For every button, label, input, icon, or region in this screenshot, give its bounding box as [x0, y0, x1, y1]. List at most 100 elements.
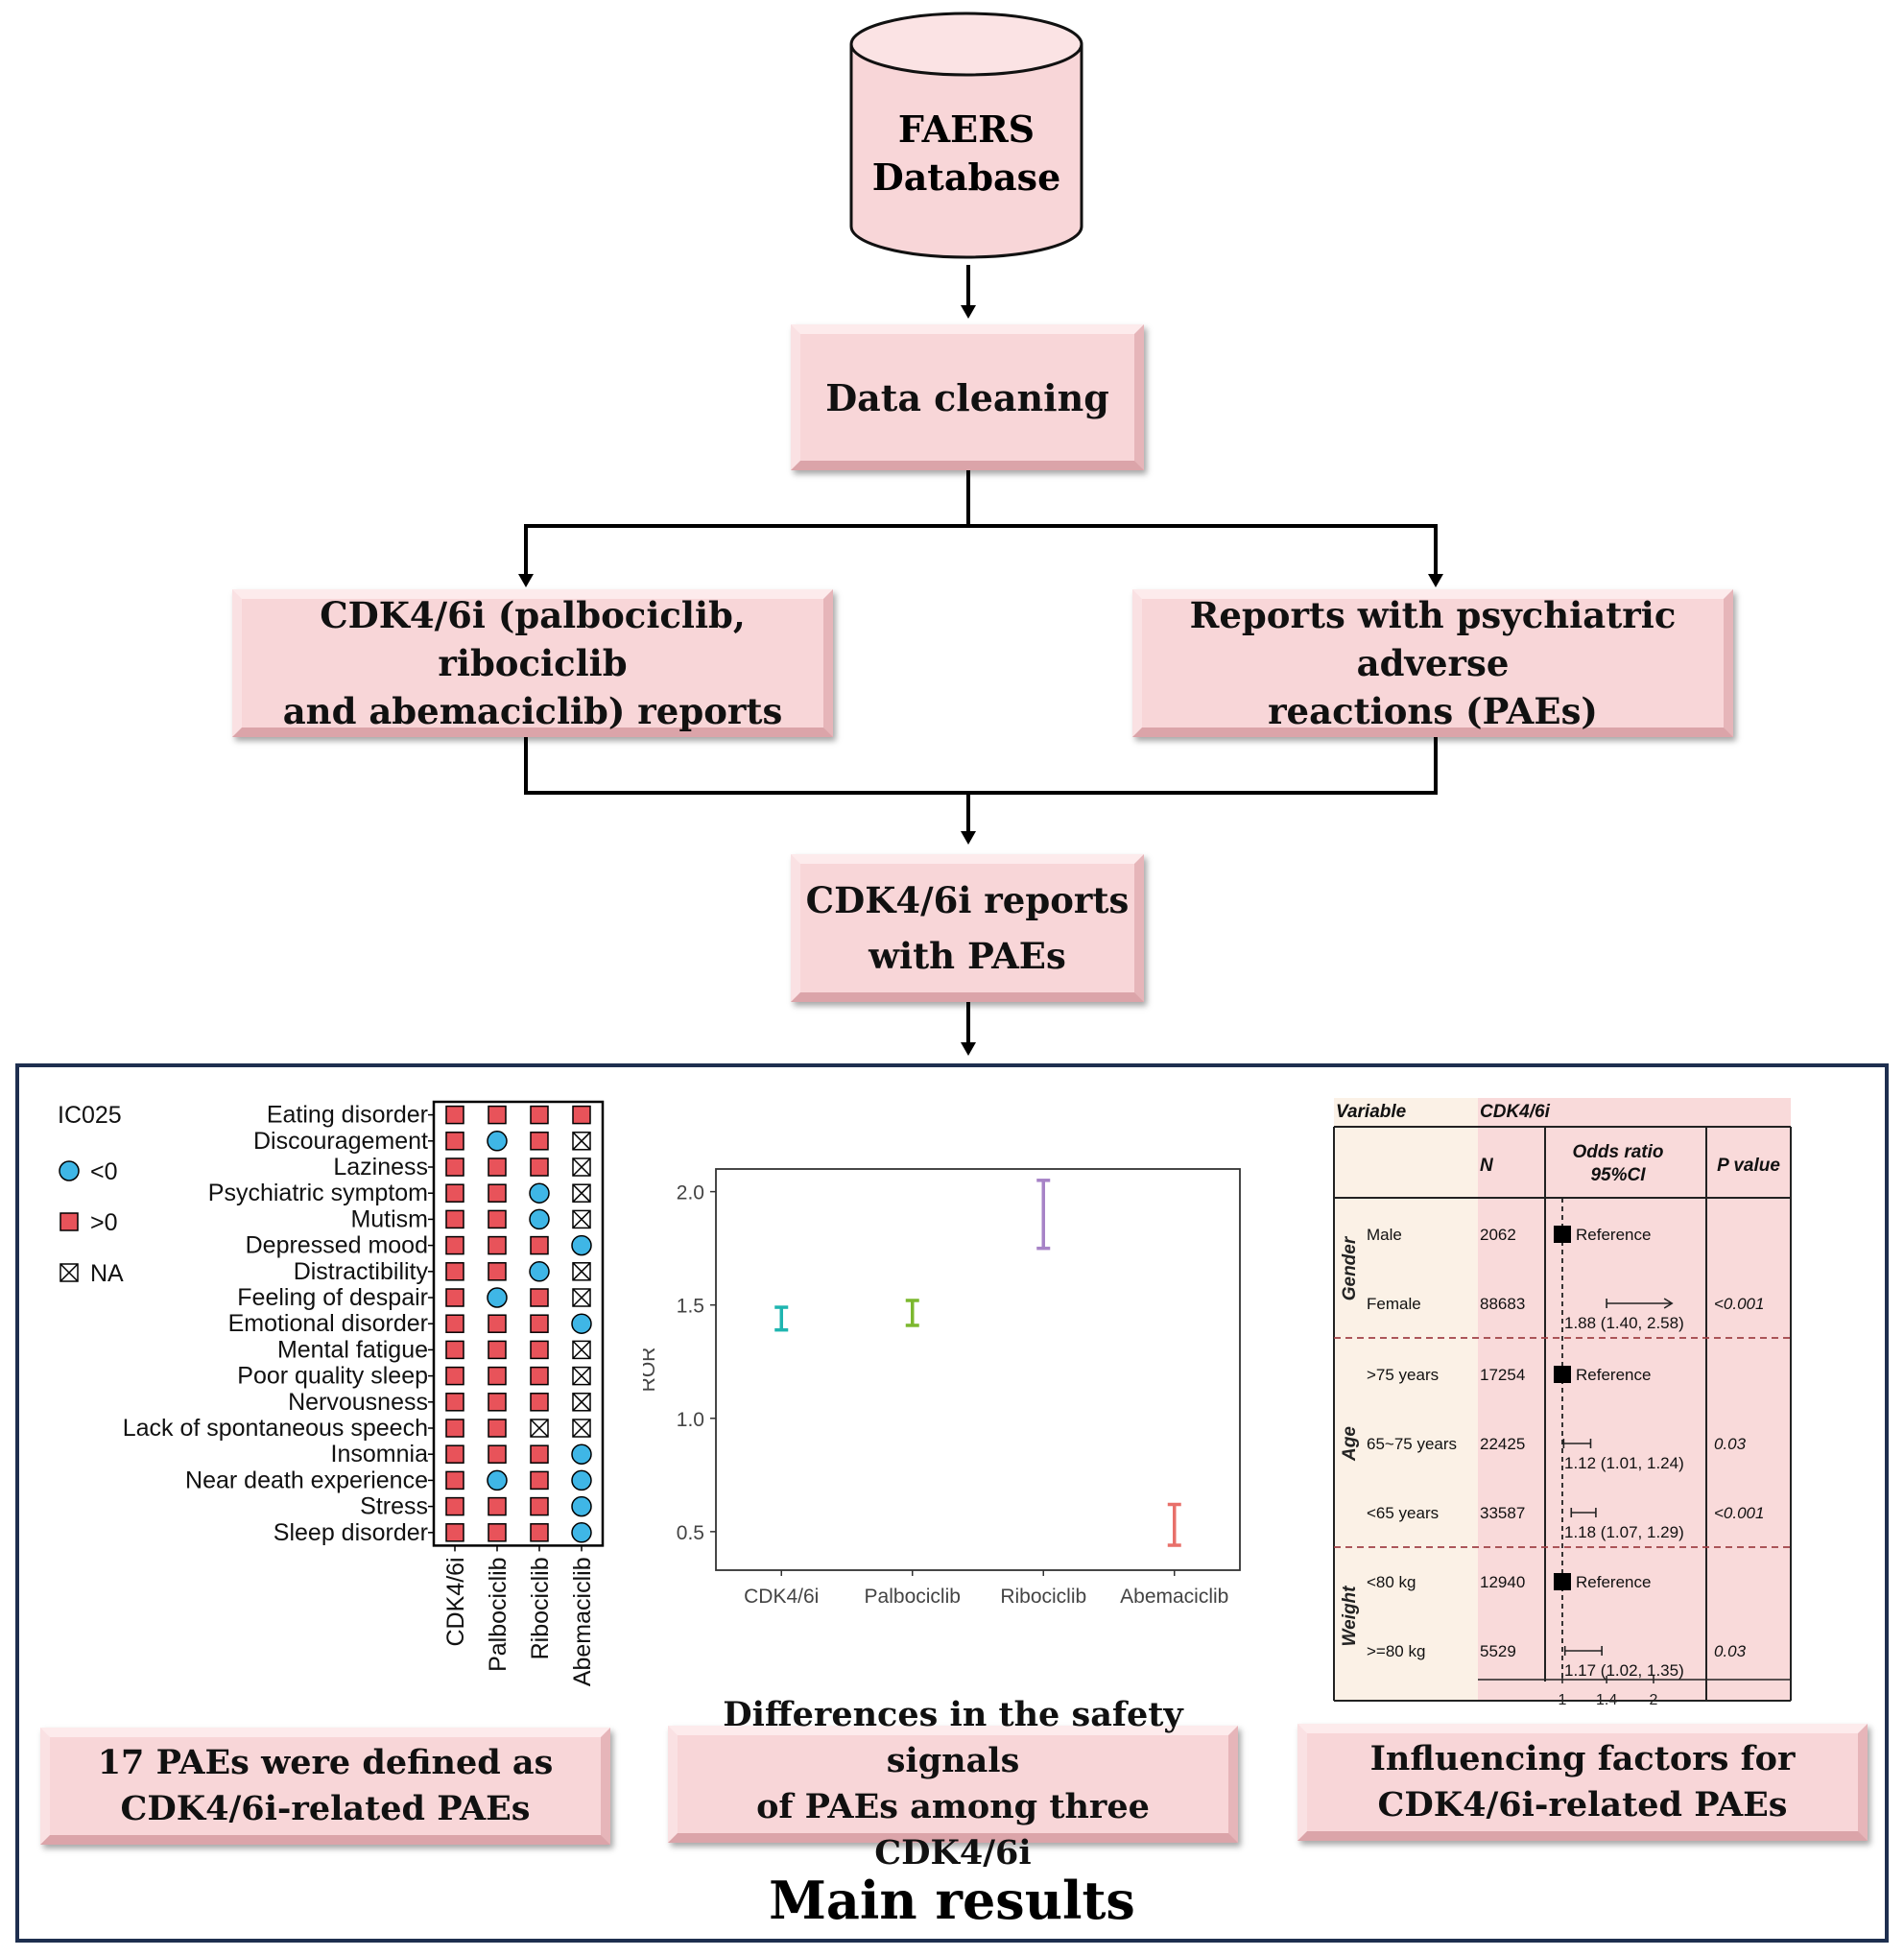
positive-square-marker: [488, 1262, 507, 1281]
row-label: Sleep disorder: [274, 1519, 428, 1546]
positive-square-marker: [488, 1523, 507, 1542]
legend-label: NA: [90, 1260, 124, 1287]
main-results-frame: [15, 1063, 1889, 1943]
positive-square-marker: [488, 1366, 507, 1386]
negative-circle-marker: [571, 1522, 592, 1543]
row-label: Feeling of despair: [237, 1284, 428, 1311]
y-tick-label: 2.0: [677, 1182, 704, 1205]
na-cross: [60, 1263, 79, 1282]
row-label: Distractibility: [294, 1258, 429, 1285]
positive-square-marker: [530, 1235, 549, 1255]
row-n: 2062: [1480, 1226, 1516, 1244]
positive-square-marker: [530, 1157, 549, 1177]
error-bar-palbociclib: [905, 1299, 919, 1327]
connector: [1434, 737, 1438, 795]
positive-square-marker: [488, 1419, 507, 1438]
positive-square-marker: [488, 1209, 507, 1229]
row-label: Laziness: [333, 1154, 428, 1181]
positive-square-marker: [445, 1235, 464, 1255]
arrow-head: [961, 305, 976, 319]
negative-circle-marker: [487, 1287, 508, 1308]
negative-circle-marker: [487, 1131, 508, 1152]
row-label: >75 years: [1367, 1366, 1439, 1384]
x-tick-label: Ribociclib: [1000, 1586, 1086, 1608]
row-label: Poor quality sleep: [237, 1363, 428, 1390]
column-label: CDK4/6i: [442, 1557, 469, 1646]
error-bar-cdk46i: [774, 1305, 789, 1332]
row-label: Mental fatigue: [277, 1336, 428, 1363]
positive-square-marker: [445, 1132, 464, 1151]
connector: [524, 791, 1438, 795]
na-cross: [572, 1183, 591, 1203]
error-bar-abemaciclib: [1167, 1502, 1181, 1547]
plot-area-frame: [715, 1168, 1241, 1571]
positive-square-marker: [488, 1340, 507, 1360]
na-crossbox-marker: [572, 1209, 591, 1229]
row-label: Eating disorder: [267, 1102, 428, 1129]
faers-database-cylinder: FAERS Database: [849, 12, 1083, 259]
cdk-pae-line-1: CDK4/6i reports: [805, 879, 1130, 921]
positive-square-marker: [572, 1105, 591, 1125]
cdk-reports-box: CDK4/6i (palbociclib, ribociclib and abe…: [232, 589, 833, 737]
positive-square-marker: [530, 1105, 549, 1125]
reference-square: [1554, 1226, 1571, 1243]
cdk-reports-line-1: CDK4/6i (palbociclib, ribociclib: [320, 594, 746, 684]
positive-square-marker: [445, 1470, 464, 1491]
na-crossbox-marker: [572, 1132, 591, 1151]
row-label: Male: [1367, 1226, 1402, 1244]
y-tick-label: 0.5: [677, 1522, 704, 1544]
row-n: 88683: [1480, 1295, 1525, 1313]
positive-square-marker: [445, 1105, 464, 1125]
main-results-title: Main results: [769, 1870, 1135, 1931]
positive-square-marker: [445, 1340, 464, 1360]
row-label: <80 kg: [1367, 1573, 1416, 1591]
positive-square-marker: [445, 1496, 464, 1516]
na-cross: [572, 1262, 591, 1281]
connector: [524, 524, 1438, 528]
na-cross: [572, 1393, 591, 1412]
row-n: 12940: [1480, 1573, 1525, 1591]
negative-circle-marker: [59, 1160, 80, 1181]
reference-square: [1554, 1573, 1571, 1590]
caption-middle-box: Differences in the safety signals of PAE…: [668, 1695, 1238, 1873]
na-cross: [572, 1340, 591, 1359]
positive-square-marker: [60, 1212, 79, 1231]
positive-square-marker: [445, 1288, 464, 1307]
positive-square-marker: [530, 1340, 549, 1360]
group-label: Age: [1340, 1426, 1360, 1462]
na-crossbox-marker: [572, 1183, 591, 1203]
header-variable: Variable: [1336, 1102, 1407, 1122]
row-label: Discouragement: [253, 1128, 428, 1155]
arrow-head: [518, 574, 534, 587]
column-label: Palbociclib: [485, 1557, 512, 1672]
positive-square-marker: [530, 1132, 549, 1151]
negative-circle-marker: [571, 1443, 592, 1465]
positive-square-marker: [530, 1523, 549, 1542]
connector: [1434, 524, 1438, 578]
x-tick-label: 2: [1650, 1692, 1658, 1708]
or-ci-label: 1.17 (1.02, 1.35): [1564, 1661, 1684, 1680]
value-columns-bg: [1478, 1098, 1791, 1701]
p-value: 0.03: [1714, 1642, 1747, 1660]
positive-square-marker: [530, 1366, 549, 1386]
p-value: 0.03: [1714, 1435, 1747, 1453]
positive-square-marker: [445, 1444, 464, 1464]
pae-reports-line-2: reactions (PAEs): [1268, 690, 1598, 732]
error-bar-ribociclib: [1036, 1179, 1051, 1251]
na-crossbox-marker: [572, 1393, 591, 1412]
positive-square-marker: [488, 1105, 507, 1125]
signal-matrix-panel: Eating disorderDiscouragementLazinessPsy…: [58, 1100, 605, 1686]
caption-right-line-1: Influencing factors for: [1369, 1739, 1796, 1778]
na-cross: [572, 1288, 591, 1307]
positive-square-marker: [530, 1288, 549, 1307]
na-cross: [572, 1132, 591, 1151]
positive-square-marker: [445, 1419, 464, 1438]
x-tick-label: 1.4: [1596, 1692, 1617, 1708]
caption-middle-line-2: of PAEs among three CDK4/6i: [756, 1787, 1150, 1873]
header-odds-ratio: Odds ratio: [1572, 1142, 1663, 1162]
pae-reports-line-1: Reports with psychiatric adverse: [1189, 594, 1677, 684]
negative-circle-marker: [529, 1182, 550, 1204]
x-tick-label: Abemaciclib: [1120, 1586, 1228, 1608]
na-crossbox-marker: [60, 1263, 79, 1282]
